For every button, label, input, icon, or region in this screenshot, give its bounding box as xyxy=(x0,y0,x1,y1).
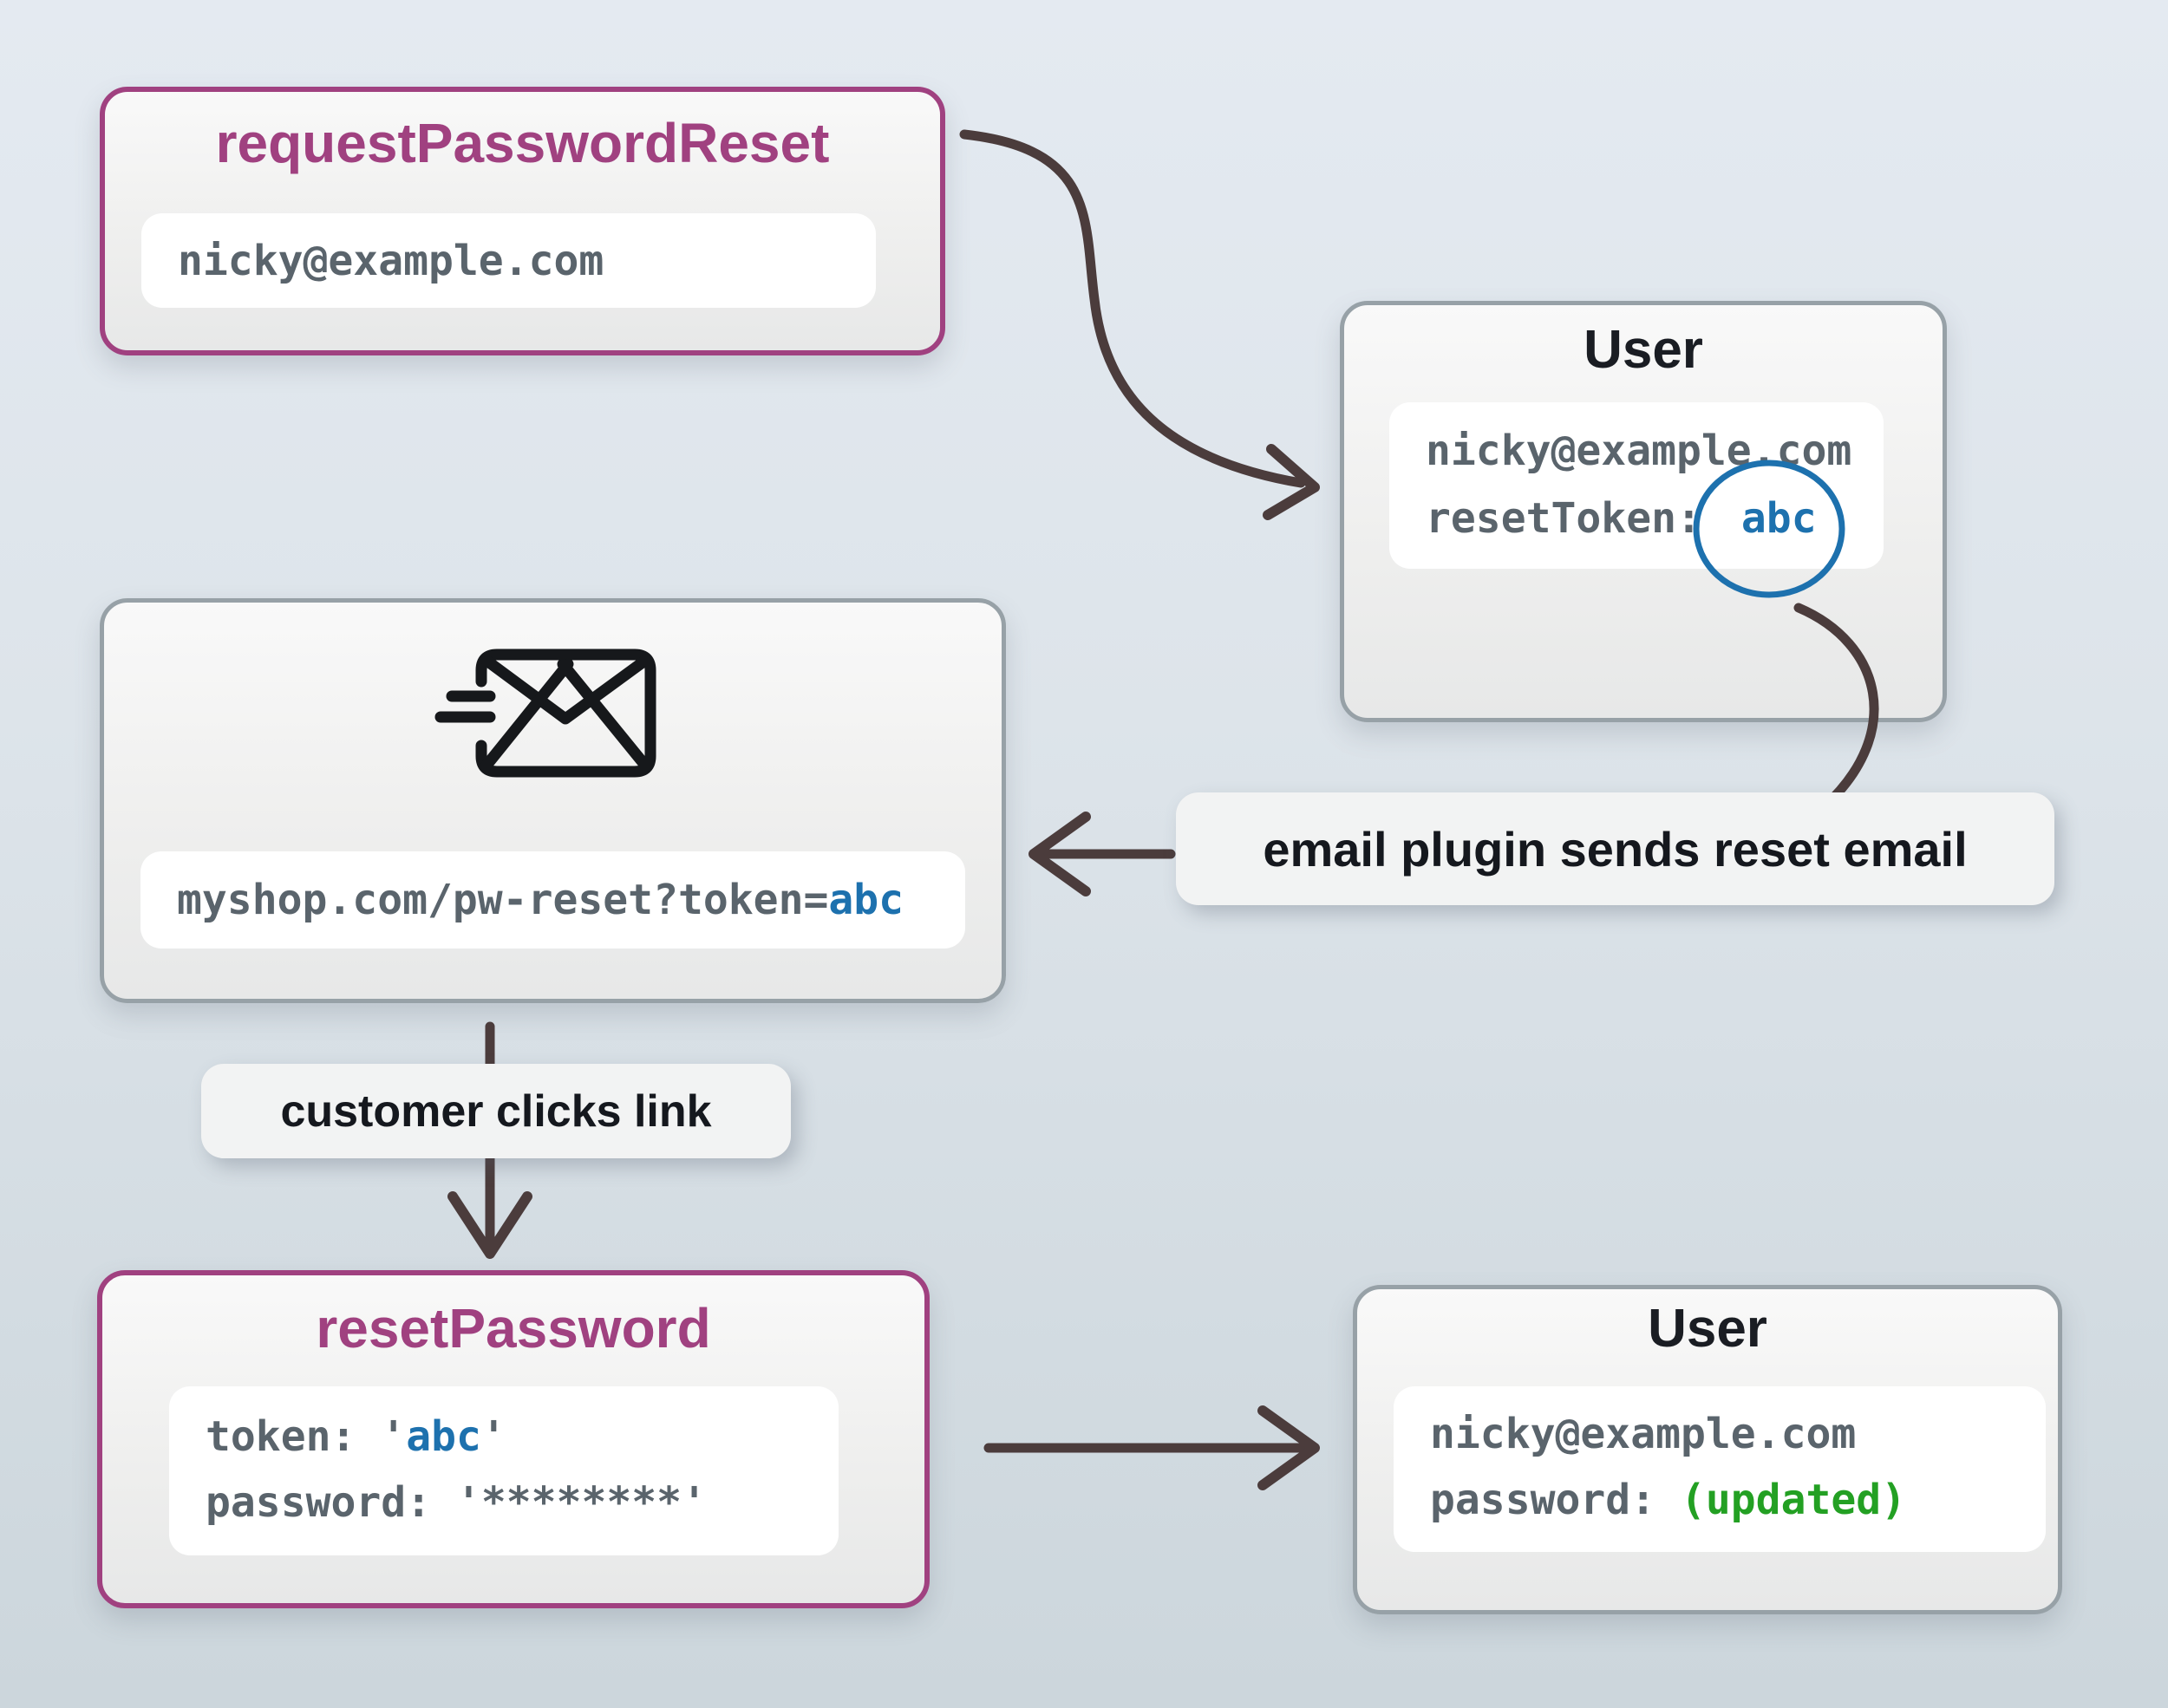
mail-send-icon xyxy=(434,649,656,778)
reset-password-fields: token: 'abc' password: '********' xyxy=(169,1386,839,1555)
token-line: token: 'abc' xyxy=(206,1412,506,1461)
reset-url-token: abc xyxy=(828,876,904,924)
reset-password-title: resetPassword xyxy=(316,1297,711,1359)
user-email-line: nicky@example.com xyxy=(1426,427,1852,475)
arrow-reset-to-user-head xyxy=(1257,1405,1320,1490)
arrow-request-to-user xyxy=(959,129,1306,488)
user-record-title-bottom: User xyxy=(1648,1299,1767,1359)
password-line: password: '********' xyxy=(206,1478,707,1527)
customer-clicks-label: customer clicks link xyxy=(201,1064,791,1158)
request-password-reset-title: requestPasswordReset xyxy=(215,112,830,174)
plugin-label: email plugin sends reset email xyxy=(1176,792,2054,905)
reset-token-value: abc xyxy=(1740,494,1817,543)
user-record-fields-top: nicky@example.com resetToken:abc xyxy=(1389,402,1884,569)
reset-url-prefix: myshop.com/pw-reset?token= xyxy=(177,876,829,924)
password-updated-value: (updated) xyxy=(1680,1476,1907,1524)
reset-url-field: myshop.com/pw-reset?token=abc xyxy=(140,851,965,949)
arrow-request-to-user-head xyxy=(1263,444,1320,520)
user-email-line-bottom: nicky@example.com xyxy=(1430,1410,1857,1458)
email-input-value: nicky@example.com xyxy=(178,236,604,285)
reset-token-line: resetToken:abc xyxy=(1426,494,1817,543)
user-record-fields-bottom: nicky@example.com password: (updated) xyxy=(1394,1386,2046,1552)
email-input-field: nicky@example.com xyxy=(141,213,876,308)
arrow-plugin-label-to-email-head xyxy=(1028,812,1091,896)
password-updated-line: password: (updated) xyxy=(1430,1476,1907,1524)
user-record-title-top: User xyxy=(1584,320,1703,380)
token-value: abc xyxy=(406,1412,481,1461)
arrow-email-to-reset-head xyxy=(447,1191,532,1259)
